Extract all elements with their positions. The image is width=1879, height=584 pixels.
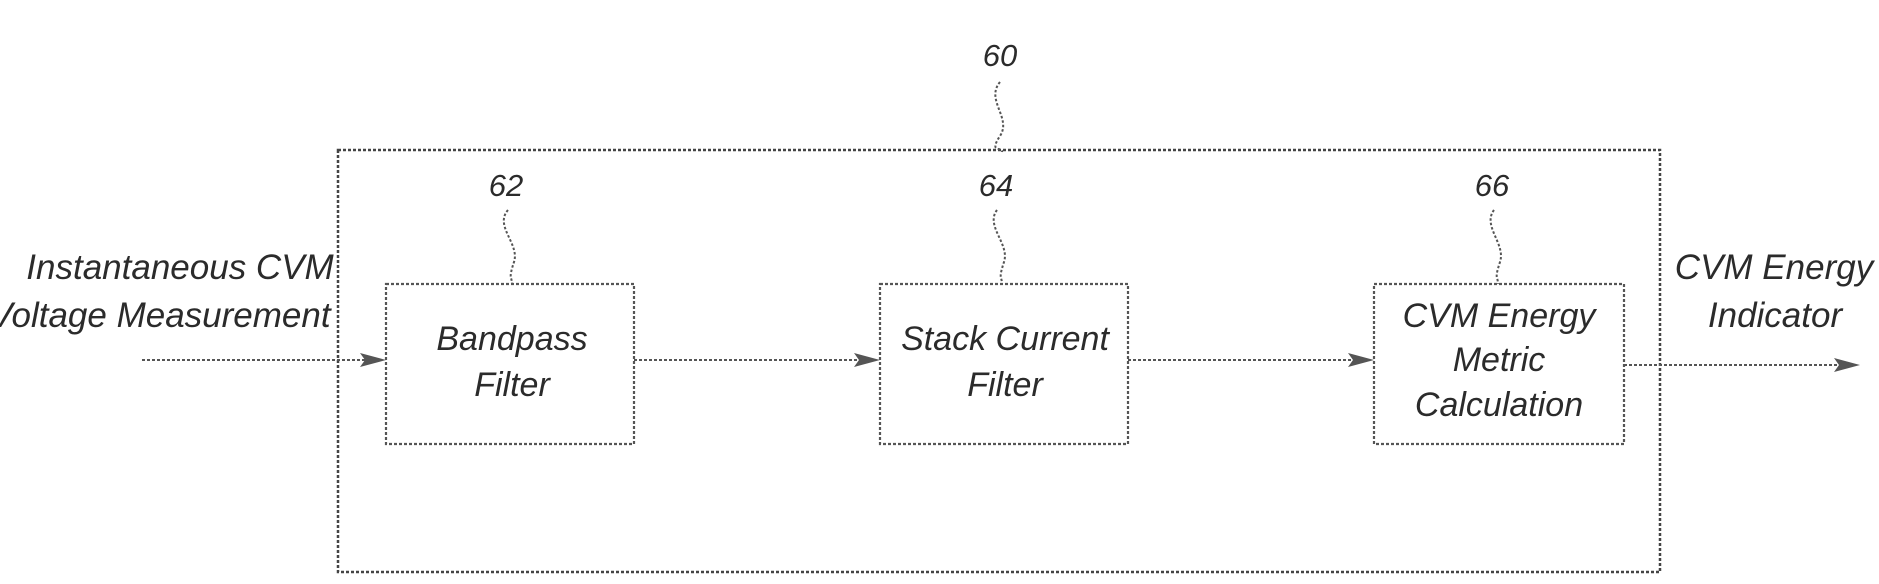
bandpass-filter-ref-label: 62	[489, 168, 523, 203]
output-label: CVM Energy	[1675, 248, 1876, 287]
stack-current-filter-block	[880, 284, 1128, 444]
input-label: Instantaneous CVM	[26, 248, 334, 287]
cvm-energy-metric-label: Metric	[1453, 341, 1546, 379]
system-leader-line	[995, 82, 1003, 152]
cvm-energy-metric-ref-label: 66	[1475, 168, 1510, 203]
energy-metric-input-arrowhead	[1348, 353, 1374, 367]
stack-current-filter-leader-line	[994, 210, 1005, 284]
stack-current-filter-label: Stack Current	[901, 320, 1110, 358]
cvm-energy-metric-label: CVM Energy	[1403, 297, 1598, 335]
bandpass-filter-leader-line	[504, 210, 515, 284]
bandpass-filter-label: Filter	[474, 366, 551, 404]
output-arrowhead	[1834, 358, 1860, 372]
bandpass-filter-block	[386, 284, 634, 444]
input-label: Voltage Measurement	[0, 296, 332, 335]
system-ref-label: 60	[983, 38, 1017, 73]
stack-current-filter-ref-label: 64	[979, 168, 1013, 203]
cvm-energy-metric-leader-line	[1491, 210, 1501, 284]
bandpass-filter-label: Bandpass	[436, 320, 587, 358]
stack-current-filter-label: Filter	[967, 366, 1044, 404]
cvm-energy-metric-label: Calculation	[1415, 386, 1583, 424]
stack-current-input-arrowhead	[854, 353, 880, 367]
output-label: Indicator	[1708, 296, 1844, 335]
